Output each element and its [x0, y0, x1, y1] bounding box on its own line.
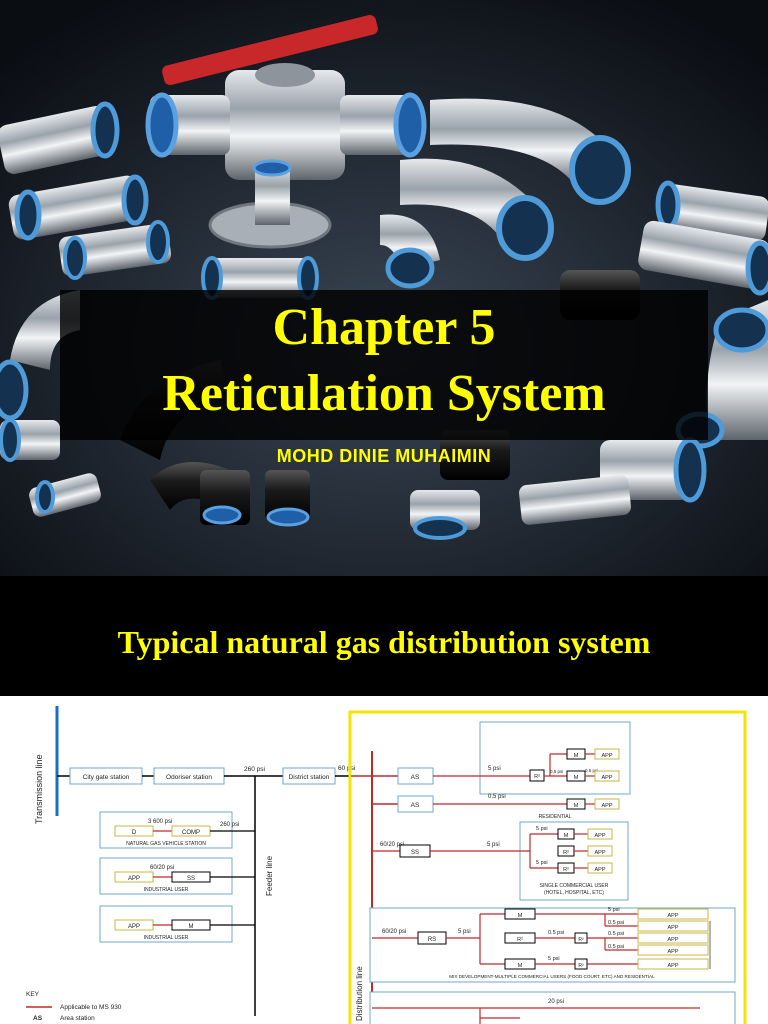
pressure-label: 0.5 psi — [548, 930, 564, 936]
chapter-title: Chapter 5 — [272, 299, 496, 356]
mixed-development-label: MIX DEVELOPMENT-MULTIPLE COMMERCIAL USER… — [449, 974, 655, 979]
pressure-label: 0.5 psi — [550, 769, 563, 774]
regulator-label: R² — [563, 867, 569, 873]
key-item-label: Area station — [60, 1015, 95, 1022]
distribution-slide: Typical natural gas distribution system … — [0, 576, 768, 1024]
regulator-label: R² — [578, 963, 584, 969]
pressure-label: 5 psi — [458, 929, 471, 935]
pressure-label: 260 psi — [244, 766, 265, 773]
appliance-label: APP — [128, 924, 140, 930]
single-commercial-label: SINGLE COMMERCIAL USER — [540, 883, 609, 889]
pressure-label: 5 psi — [536, 826, 548, 832]
industrial-user-label: INDUSTRIAL USER — [144, 887, 189, 893]
appliance-label: APP — [667, 937, 678, 943]
district-station-label: District station — [289, 774, 330, 781]
pressure-label: 0.5 psi — [608, 920, 624, 926]
pressure-label: 5 psi — [608, 907, 620, 913]
pressure-label: 0.5 psi — [585, 768, 598, 773]
area-station-label: AS — [411, 802, 420, 809]
transmission-line-label: Transmission line — [34, 754, 44, 824]
appliance-label: APP — [601, 803, 612, 809]
title-slide: Chapter 5 Reticulation System MOHD DINIE… — [0, 0, 768, 576]
regulator-station-label: RS — [428, 937, 436, 943]
pressure-label: 5 psi — [488, 766, 501, 772]
pressure-label: 60 psi — [338, 765, 355, 772]
gas-distribution-diagram: Transmission line City gate station Odor… — [0, 696, 768, 1024]
pressure-label: 5 psi — [548, 956, 560, 962]
compressor-label: COMP — [182, 830, 200, 836]
feeder-line-label: Feeder line — [265, 855, 274, 896]
pressure-label: 3 600 psi — [148, 819, 172, 825]
pressure-label: 5 psi — [536, 860, 548, 866]
appliance-label: APP — [594, 833, 605, 839]
meter-label: M — [574, 803, 579, 809]
single-commercial-sublabel: (HOTEL, HOSPITAL, ETC) — [544, 890, 604, 896]
appliance-label: APP — [128, 876, 140, 882]
service-station-label: SS — [187, 876, 195, 882]
appliance-label: APP — [667, 963, 678, 969]
appliance-label: APP — [594, 850, 605, 856]
appliance-label: APP — [667, 925, 678, 931]
regulator-label: R² — [534, 774, 540, 780]
appliance-label: APP — [667, 913, 678, 919]
service-station-label: SS — [411, 850, 419, 856]
pressure-label: 60/20 psi — [382, 929, 406, 935]
meter-label: M — [574, 775, 579, 781]
pressure-label: 20 psi — [548, 999, 564, 1005]
slide-title: Typical natural gas distribution system — [117, 624, 651, 660]
industrial-user-label: INDUSTRIAL USER — [144, 935, 189, 941]
chapter-subtitle: Reticulation System — [162, 365, 606, 422]
residential-label: RESIDENTIAL — [539, 814, 572, 820]
pressure-label: 60/20 psi — [150, 865, 174, 871]
distribution-line-label: Distribution line — [355, 966, 364, 1021]
pressure-label: 60/20 psi — [380, 842, 404, 848]
pressure-label: 0.5 psi — [488, 794, 506, 800]
appliance-label: APP — [601, 753, 612, 759]
meter-label: M — [564, 833, 569, 839]
area-station-label: AS — [411, 774, 420, 781]
meter-label: M — [574, 753, 579, 759]
key-title: KEY — [26, 991, 40, 998]
pressure-label: 5 psi — [487, 842, 500, 848]
appliance-label: APP — [667, 949, 678, 955]
meter-label: M — [518, 913, 523, 919]
key-abbr: AS — [33, 1015, 43, 1022]
regulator-label: R² — [563, 850, 569, 856]
key-item-label: Applicable to MS 930 — [60, 1004, 122, 1011]
regulator-label: R² — [517, 937, 523, 943]
meter-label: M — [518, 963, 523, 969]
dispenser-label: D — [132, 830, 137, 836]
ngv-station-label: NATURAL GAS VEHICLE STATION — [126, 841, 206, 847]
distribution-area-frame — [348, 710, 747, 1024]
city-gate-station-label: City gate station — [83, 774, 130, 781]
appliance-label: APP — [601, 775, 612, 781]
pressure-label: 0.5 psi — [608, 931, 624, 937]
title-backdrop — [60, 290, 708, 440]
pressure-label: 0.5 psi — [608, 944, 624, 950]
pipe-fittings-photo — [0, 0, 768, 576]
odoriser-station-label: Odoriser station — [166, 774, 212, 781]
pressure-label: 260 psi — [220, 822, 239, 828]
regulator-label: R² — [578, 937, 584, 943]
author-name: MOHD DINIE MUHAIMIN — [276, 446, 492, 466]
meter-label: M — [189, 924, 194, 930]
appliance-label: APP — [594, 867, 605, 873]
